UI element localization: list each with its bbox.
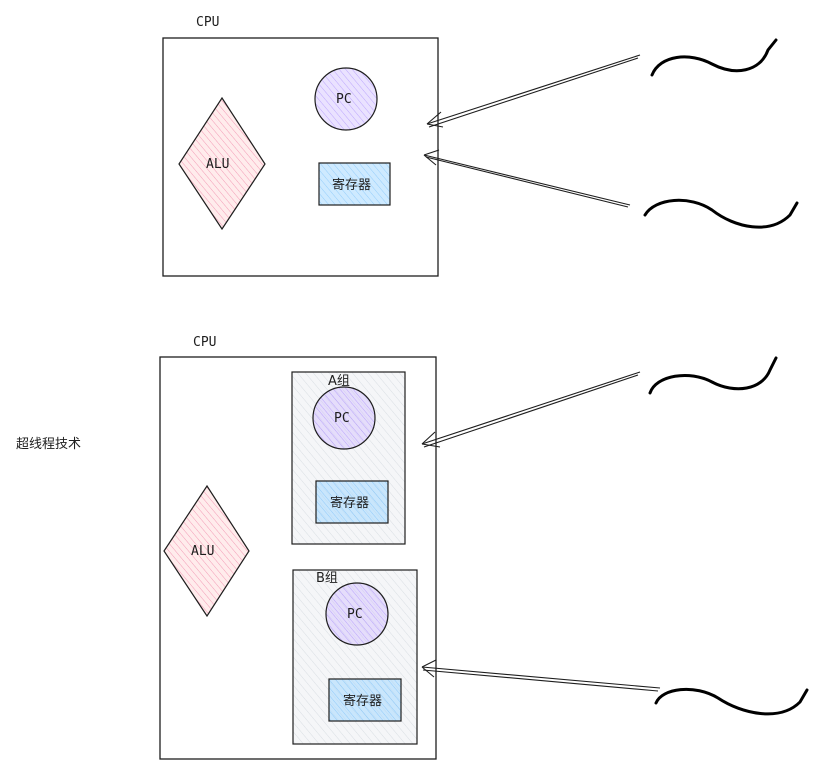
bottom-squiggle-2 xyxy=(654,687,809,716)
group-a-arrow xyxy=(421,371,641,448)
hyperthreading-label: 超线程技术 xyxy=(16,437,82,452)
top-register-label: 寄存器 xyxy=(332,177,371,193)
top-cpu-label: CPU xyxy=(196,15,219,30)
top-pc-circle: PC xyxy=(314,67,378,131)
top-squiggle-2 xyxy=(643,198,799,229)
top-arrow-2 xyxy=(423,149,631,208)
bottom-squiggle-1 xyxy=(648,356,778,395)
group-a-register-label: 寄存器 xyxy=(330,495,369,511)
top-arrow-1 xyxy=(426,54,641,128)
top-squiggle-1 xyxy=(650,38,778,77)
group-a-label: A组 xyxy=(328,374,350,389)
bottom-cpu-label: CPU xyxy=(193,335,216,350)
bottom-alu-shape: ALU xyxy=(163,484,250,618)
bottom-cpu-diagram: CPU ALU A组 PC 寄存器 B组 PC xyxy=(159,335,809,760)
top-pc-label: PC xyxy=(336,92,352,107)
group-b-pc-label: PC xyxy=(347,607,363,622)
top-register-box: 寄存器 xyxy=(318,162,391,206)
group-b-register-label: 寄存器 xyxy=(343,693,382,709)
bottom-alu-label: ALU xyxy=(191,544,214,559)
bottom-cpu-box xyxy=(159,356,437,760)
top-cpu-diagram: CPU ALU PC 寄存器 xyxy=(162,15,799,277)
group-b-register-box: 寄存器 xyxy=(328,678,402,722)
group-b-pc-circle: PC xyxy=(325,582,389,646)
group-a-register-box: 寄存器 xyxy=(315,480,389,524)
top-cpu-box xyxy=(162,37,439,277)
group-a-pc-circle: PC xyxy=(312,386,376,450)
group-b-box: B组 PC 寄存器 xyxy=(292,569,418,745)
group-b-label: B组 xyxy=(316,571,338,586)
top-alu-shape: ALU xyxy=(178,96,266,231)
group-a-pc-label: PC xyxy=(334,411,350,426)
group-b-arrow xyxy=(421,659,661,692)
group-a-box: A组 PC 寄存器 xyxy=(291,371,406,545)
top-alu-label: ALU xyxy=(206,157,229,172)
